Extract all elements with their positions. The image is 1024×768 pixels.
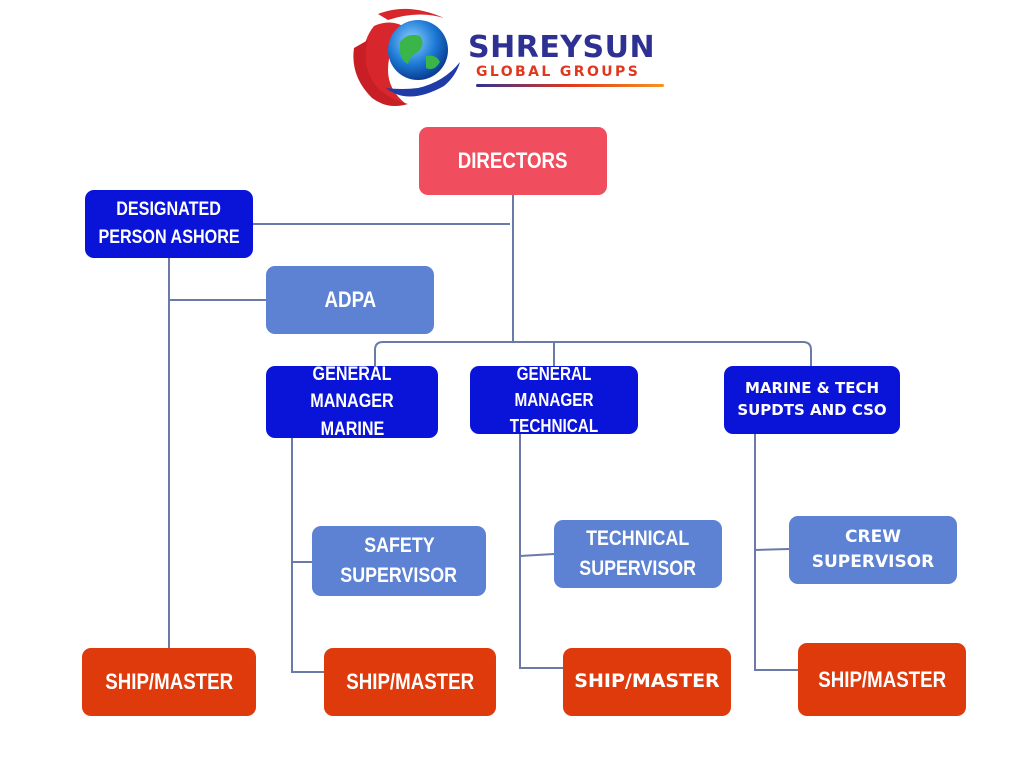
dpa-label-line1: DESIGNATED bbox=[116, 199, 222, 221]
technical-supervisor-box: TECHNICAL SUPERVISOR bbox=[554, 520, 722, 588]
ship-master-box-3: SHIP/MASTER bbox=[563, 648, 731, 716]
gm-technical-label-line2: TECHNICAL bbox=[509, 416, 599, 437]
safety-supervisor-label-line1: SAFETY bbox=[363, 533, 435, 557]
designated-person-ashore-box: DESIGNATED PERSON ASHORE bbox=[85, 190, 253, 258]
shreysun-logo: SHREYSUN GLOBAL GROUPS bbox=[348, 6, 678, 110]
ship-master-label-2: SHIP/MASTER bbox=[346, 669, 474, 695]
globe-hands-icon bbox=[353, 8, 460, 106]
adpa-label: ADPA bbox=[324, 287, 376, 313]
adpa-box: ADPA bbox=[266, 266, 434, 334]
brand-underline bbox=[476, 84, 664, 87]
crew-supervisor-label-line1: CREW bbox=[845, 527, 901, 548]
ship-master-label-3: SHIP/MASTER bbox=[574, 670, 720, 693]
technical-supervisor-label-line1: TECHNICAL bbox=[586, 526, 690, 550]
safety-supervisor-label-line2: SUPERVISOR bbox=[340, 564, 458, 587]
ship-master-label-1: SHIP/MASTER bbox=[105, 669, 233, 695]
gm-marine-box: GENERAL MANAGER MARINE bbox=[266, 364, 438, 440]
crew-supervisor-link bbox=[754, 548, 790, 551]
marine-tech-supdts-box: MARINE & TECH SUPDTS AND CSO bbox=[724, 366, 900, 434]
gm-marine-branch-line bbox=[291, 438, 324, 673]
gm-technical-branch-line bbox=[519, 434, 563, 669]
ship-master-label-4: SHIP/MASTER bbox=[818, 666, 946, 692]
technical-supervisor-label-line2: SUPERVISOR bbox=[579, 557, 697, 580]
crew-supervisor-label-line2: SUPERVISOR bbox=[811, 552, 935, 572]
ship-master-box-1: SHIP/MASTER bbox=[82, 648, 256, 716]
gm-technical-box: GENERAL MANAGER TECHNICAL bbox=[470, 364, 638, 436]
brand-name: SHREYSUN bbox=[468, 30, 656, 65]
directors-label: DIRECTORS bbox=[458, 148, 568, 174]
ship-master-box-4: SHIP/MASTER bbox=[798, 643, 966, 716]
directors-box: DIRECTORS bbox=[419, 127, 607, 195]
marine-tech-branch-line bbox=[754, 434, 798, 671]
gm-marine-label-line2: MARINE bbox=[320, 418, 384, 440]
gm-marine-label-line1: GENERAL MANAGER bbox=[310, 363, 394, 413]
marine-tech-label-line1: MARINE & TECH bbox=[744, 379, 880, 398]
gm-bus-line bbox=[374, 341, 812, 366]
safety-supervisor-box: SAFETY SUPERVISOR bbox=[312, 526, 486, 596]
crew-supervisor-box: CREW SUPERVISOR bbox=[789, 516, 957, 584]
technical-supervisor-link bbox=[519, 553, 555, 557]
brand-subtitle: GLOBAL GROUPS bbox=[476, 64, 641, 80]
gm-technical-label-line1: GENERAL MANAGER bbox=[514, 363, 594, 410]
marine-tech-label-line2: SUPDTS AND CSO bbox=[737, 401, 887, 419]
ship-master-box-2: SHIP/MASTER bbox=[324, 648, 496, 716]
dpa-label-line2: PERSON ASHORE bbox=[98, 227, 240, 248]
